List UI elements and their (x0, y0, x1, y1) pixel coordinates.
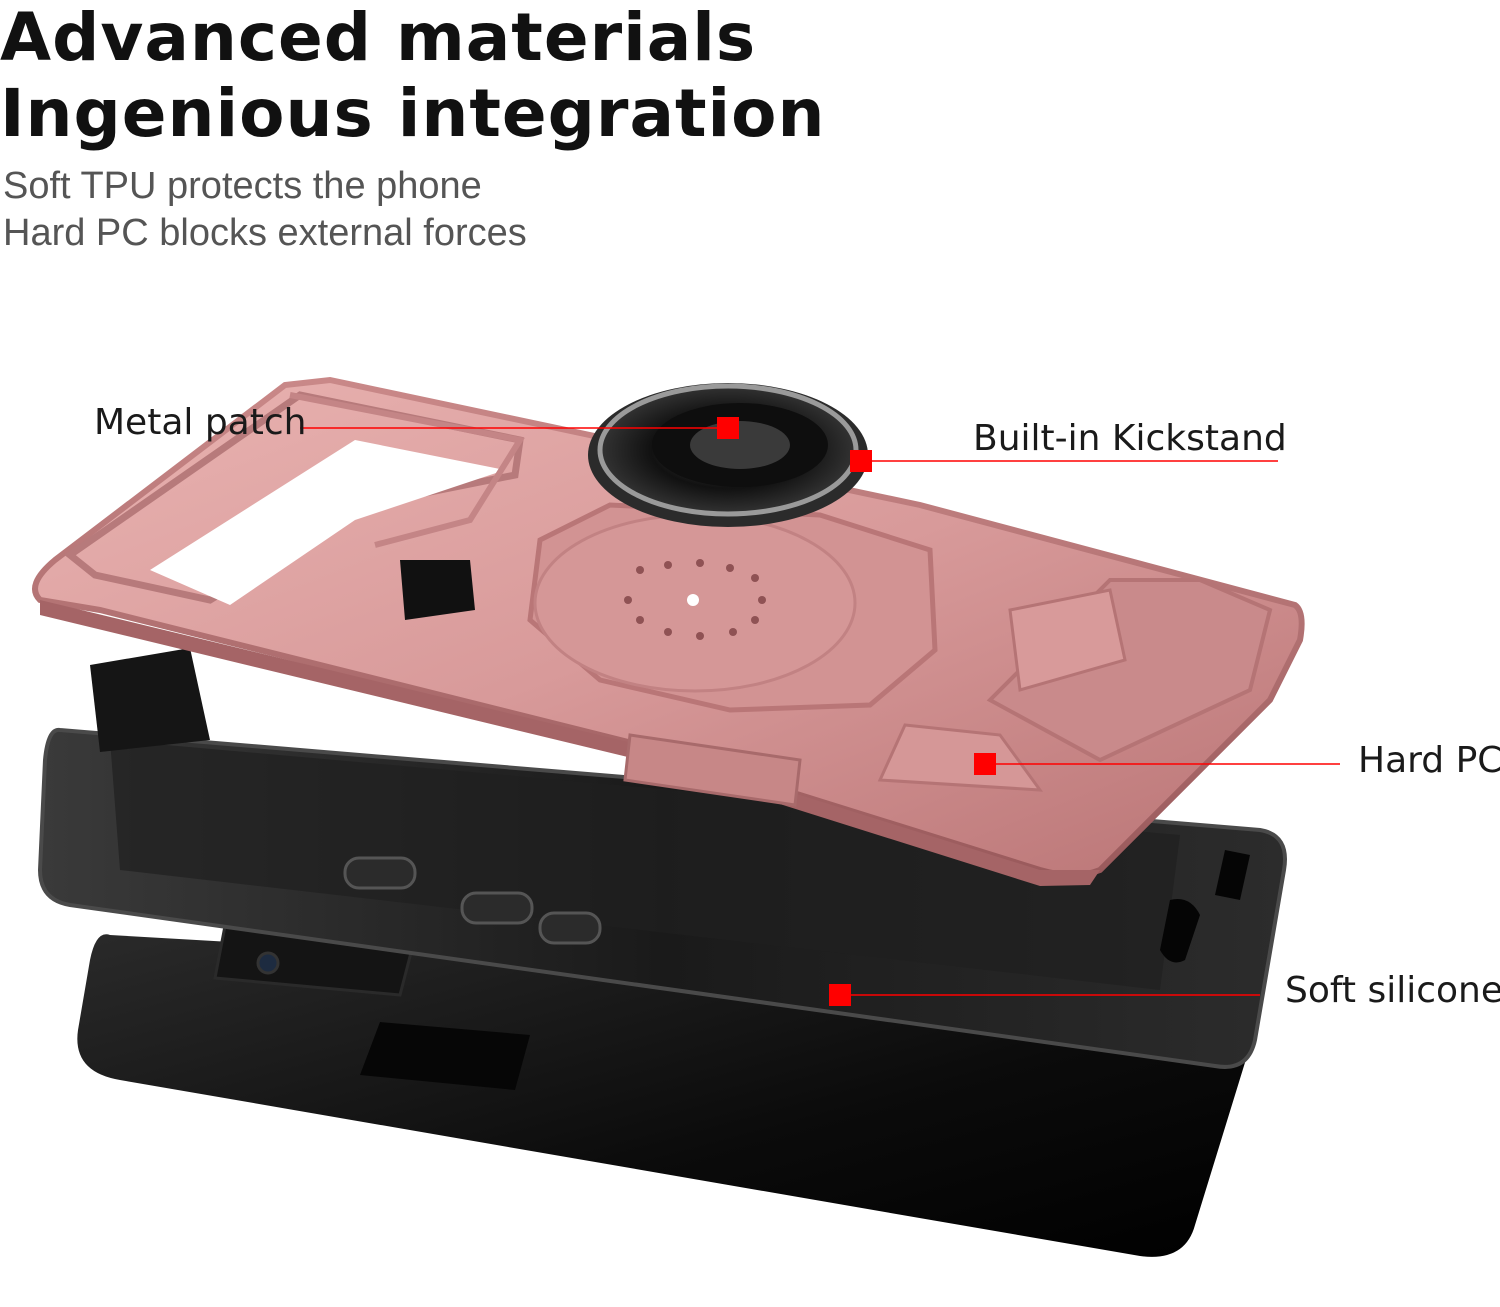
headline-line-2: Ingenious integration (0, 75, 826, 152)
subtitle-line-2: Hard PC blocks external forces (3, 212, 527, 254)
callout-hard-pc: Hard PC (1358, 740, 1500, 781)
headline: Advanced materials Ingenious integration (0, 0, 826, 152)
callout-lines (300, 427, 1340, 996)
callout-built-in-kickstand: Built-in Kickstand (973, 418, 1287, 459)
headline-line-1: Advanced materials (0, 0, 757, 76)
callout-soft-silicone: Soft silicone (1285, 970, 1500, 1011)
callout-metal-patch: Metal patch (94, 402, 307, 443)
hard-pc-case (32, 376, 1305, 886)
subtitle: Soft TPU protects the phone Hard PC bloc… (3, 163, 527, 257)
callout-marker-icon (717, 417, 996, 1006)
ring-kickstand-icon (588, 383, 868, 527)
subtitle-line-1: Soft TPU protects the phone (3, 165, 482, 207)
